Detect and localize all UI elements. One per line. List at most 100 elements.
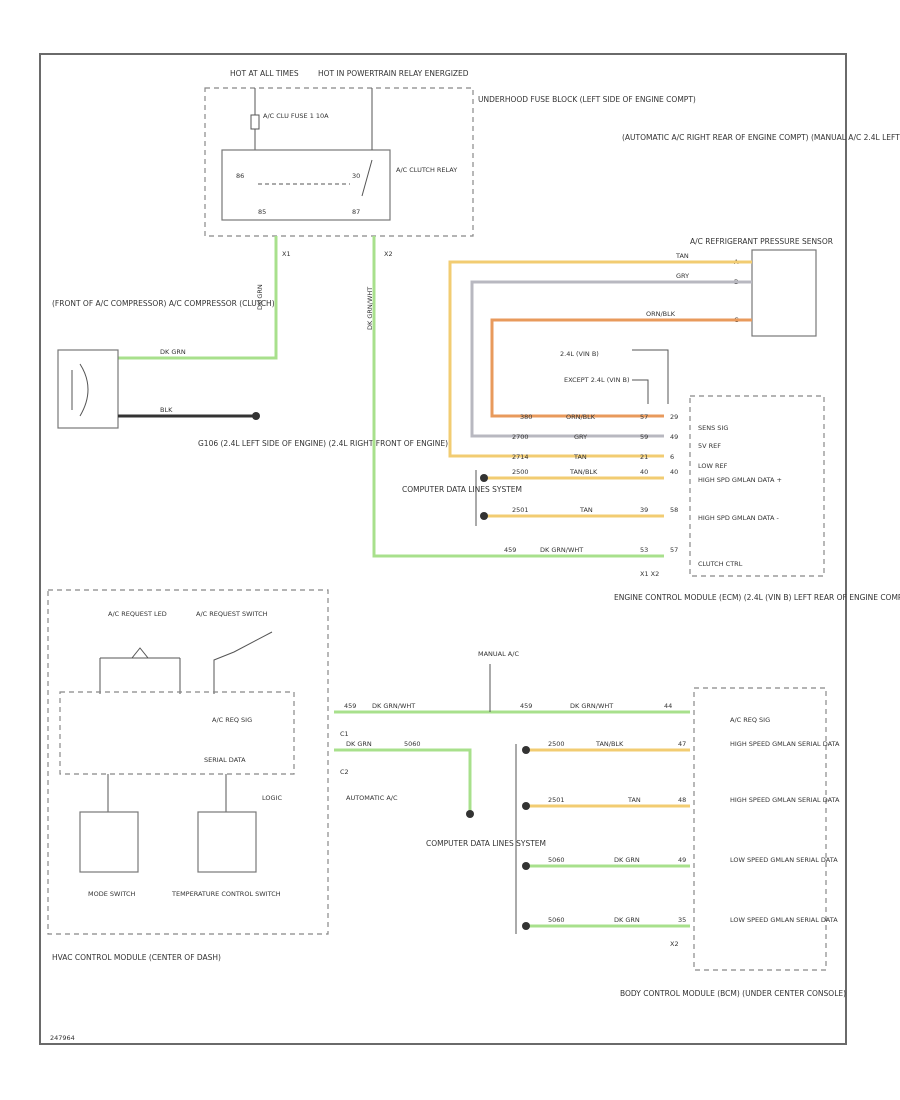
ecm-name-label: ENGINE CONTROL MODULE (ECM) (2.4L (VIN B… [614, 593, 900, 602]
hvac-pin-c1: C1 [340, 730, 349, 738]
ecm-variant-24: 2.4L (VIN B) [560, 350, 599, 358]
conn-x1: X1 [282, 250, 291, 258]
bcm-row-pin: 35 [678, 916, 686, 924]
bcm-computer-data-lines: COMPUTER DATA LINES SYSTEM [426, 839, 546, 848]
ecm-row-color: GRY [574, 433, 587, 441]
compressor-clutch-box [57, 349, 119, 429]
ecm-computer-data-lines: COMPUTER DATA LINES SYSTEM [402, 485, 522, 494]
bcm-wire-color: DK GRN/WHT [570, 702, 613, 710]
bcm-conn: X2 [670, 940, 679, 948]
ecm-row-pin-a: 57 [640, 413, 648, 421]
ecm-row-pin-b: 57 [670, 546, 678, 554]
ecm-row-color: DK GRN/WHT [540, 546, 583, 554]
splice-icon [522, 862, 530, 870]
ecm-row-circuit: 459 [504, 546, 516, 554]
bcm-ac-req-sig: A/C REQ SIG [730, 716, 770, 724]
ecm-row-color: TAN/BLK [569, 468, 598, 476]
bcm-row-circuit: 2501 [548, 796, 565, 804]
fuse-label: A/C CLU FUSE 1 10A [263, 112, 329, 120]
ecm-row-pin-b: 49 [670, 433, 678, 441]
ecm-row-circuit: 2501 [512, 506, 529, 514]
splice-icon [480, 474, 488, 482]
splice-icon [522, 922, 530, 930]
relay-switch-icon [361, 159, 373, 197]
ecm-variant-except: EXCEPT 2.4L (VIN B) [564, 376, 630, 384]
bcm-row-label: HIGH SPEED GMLAN SERIAL DATA [730, 740, 840, 748]
clutch-control-wire [372, 236, 664, 558]
ecm-row-color: TAN [579, 506, 593, 514]
compressor-feed-wire [118, 236, 278, 360]
relay-pin-85: 85 [258, 208, 266, 216]
bcm-row-circuit: 5060 [548, 856, 565, 864]
fuse-icon [250, 114, 260, 130]
hot-in-powertrain-label: HOT IN POWERTRAIN RELAY ENERGIZED [318, 69, 469, 78]
temperature-switch-label: TEMPERATURE CONTROL SWITCH [171, 890, 281, 898]
hvac-pin-c2: C2 [340, 768, 349, 776]
ecm-row-circuit: 2700 [512, 433, 529, 441]
ecm-rows: 380 ORN/BLK 57 29 SENS SIG 2700 GRY 59 4… [512, 413, 728, 470]
bcm-module-name: BODY CONTROL MODULE (BCM) (UNDER CENTER … [620, 989, 846, 998]
ecm-row-pin-a: 40 [640, 468, 648, 476]
splice-icon [480, 512, 488, 520]
compressor-wire-color: DK GRN [256, 284, 264, 310]
hvac-serial-data: SERIAL DATA [204, 756, 246, 764]
ecm-row-label: LOW REF [698, 462, 728, 470]
relay-pin-30: 30 [352, 172, 360, 180]
hot-at-all-times-label: HOT AT ALL TIMES [230, 69, 299, 78]
ecm-row-pin-a: 39 [640, 506, 648, 514]
bcm-row-label: LOW SPEED GMLAN SERIAL DATA [730, 916, 838, 924]
ecm-row-pin-b: 29 [670, 413, 678, 421]
bcm-row-label: HIGH SPEED GMLAN SERIAL DATA [730, 796, 840, 804]
ecm-row-color: TAN [573, 453, 587, 461]
led-icon [130, 647, 150, 659]
ecm-connectors: X1 X2 [640, 570, 659, 578]
temperature-switch-box [197, 811, 257, 873]
sensor-wire-gry: GRY [676, 272, 689, 280]
ecm-row-label: 5V REF [698, 442, 721, 450]
hvac-wire-circuit: 459 [344, 702, 356, 710]
relay-label: A/C CLUTCH RELAY [396, 166, 457, 174]
sensor-location-label: (AUTOMATIC A/C RIGHT REAR OF ENGINE COMP… [622, 133, 900, 142]
bcm-pin-ac: 44 [664, 702, 672, 710]
ecm-row-label: CLUTCH CTRL [698, 560, 743, 568]
serial-wire-color: DK GRN [346, 740, 372, 748]
mode-switch-box [79, 811, 139, 873]
ecm-row-label: SENS SIG [698, 424, 728, 432]
bcm-row-pin: 48 [678, 796, 686, 804]
ecm-row-pin-a: 59 [640, 433, 648, 441]
bcm-row-pin: 49 [678, 856, 686, 864]
sensor-wire-tan: TAN [675, 252, 689, 260]
conn-x2: X2 [384, 250, 393, 258]
sensor-name-label: A/C REFRIGERANT PRESSURE SENSOR [690, 237, 833, 246]
automatic-ac-label: AUTOMATIC A/C [346, 794, 398, 802]
ecm-row-circuit: 380 [520, 413, 532, 421]
ecm-row-pin-b: 58 [670, 506, 678, 514]
bcm-row-color: TAN/BLK [595, 740, 624, 748]
hvac-module-outline [47, 589, 329, 935]
underhood-fuse-block-outline [204, 87, 474, 237]
ecm-row-pin-a: 53 [640, 546, 648, 554]
bcm-row-color: DK GRN [614, 916, 640, 924]
manual-ac-label: MANUAL A/C [478, 650, 519, 658]
request-led-wire [99, 657, 181, 694]
serial-data-wire [334, 748, 472, 812]
ecm-row-color: ORN/BLK [566, 413, 596, 421]
request-switch-icon [213, 631, 273, 694]
serial-wire-circuit: 5060 [404, 740, 421, 748]
ecm-row-label: HIGH SPD GMLAN DATA - [698, 514, 780, 522]
bcm-row-label: LOW SPEED GMLAN SERIAL DATA [730, 856, 838, 864]
bcm-row-pin: 47 [678, 740, 686, 748]
ecm-row-circuit: 2500 [512, 468, 529, 476]
clutch-control-wire-color: DK GRN/WHT [366, 287, 374, 330]
bcm-row-color: DK GRN [614, 856, 640, 864]
hvac-module-name: HVAC CONTROL MODULE (CENTER OF DASH) [52, 953, 221, 962]
bcm-outline [693, 687, 827, 971]
diagram-border [39, 53, 847, 1045]
splice-icon [522, 802, 530, 810]
request-led-label: A/C REQUEST LED [108, 610, 167, 618]
bcm-row-circuit: 2500 [548, 740, 565, 748]
ground-wire-color: BLK [160, 406, 173, 414]
logic-label: LOGIC [262, 794, 282, 802]
compressor-location-label: (FRONT OF A/C COMPRESSOR) A/C COMPRESSOR… [52, 299, 275, 308]
